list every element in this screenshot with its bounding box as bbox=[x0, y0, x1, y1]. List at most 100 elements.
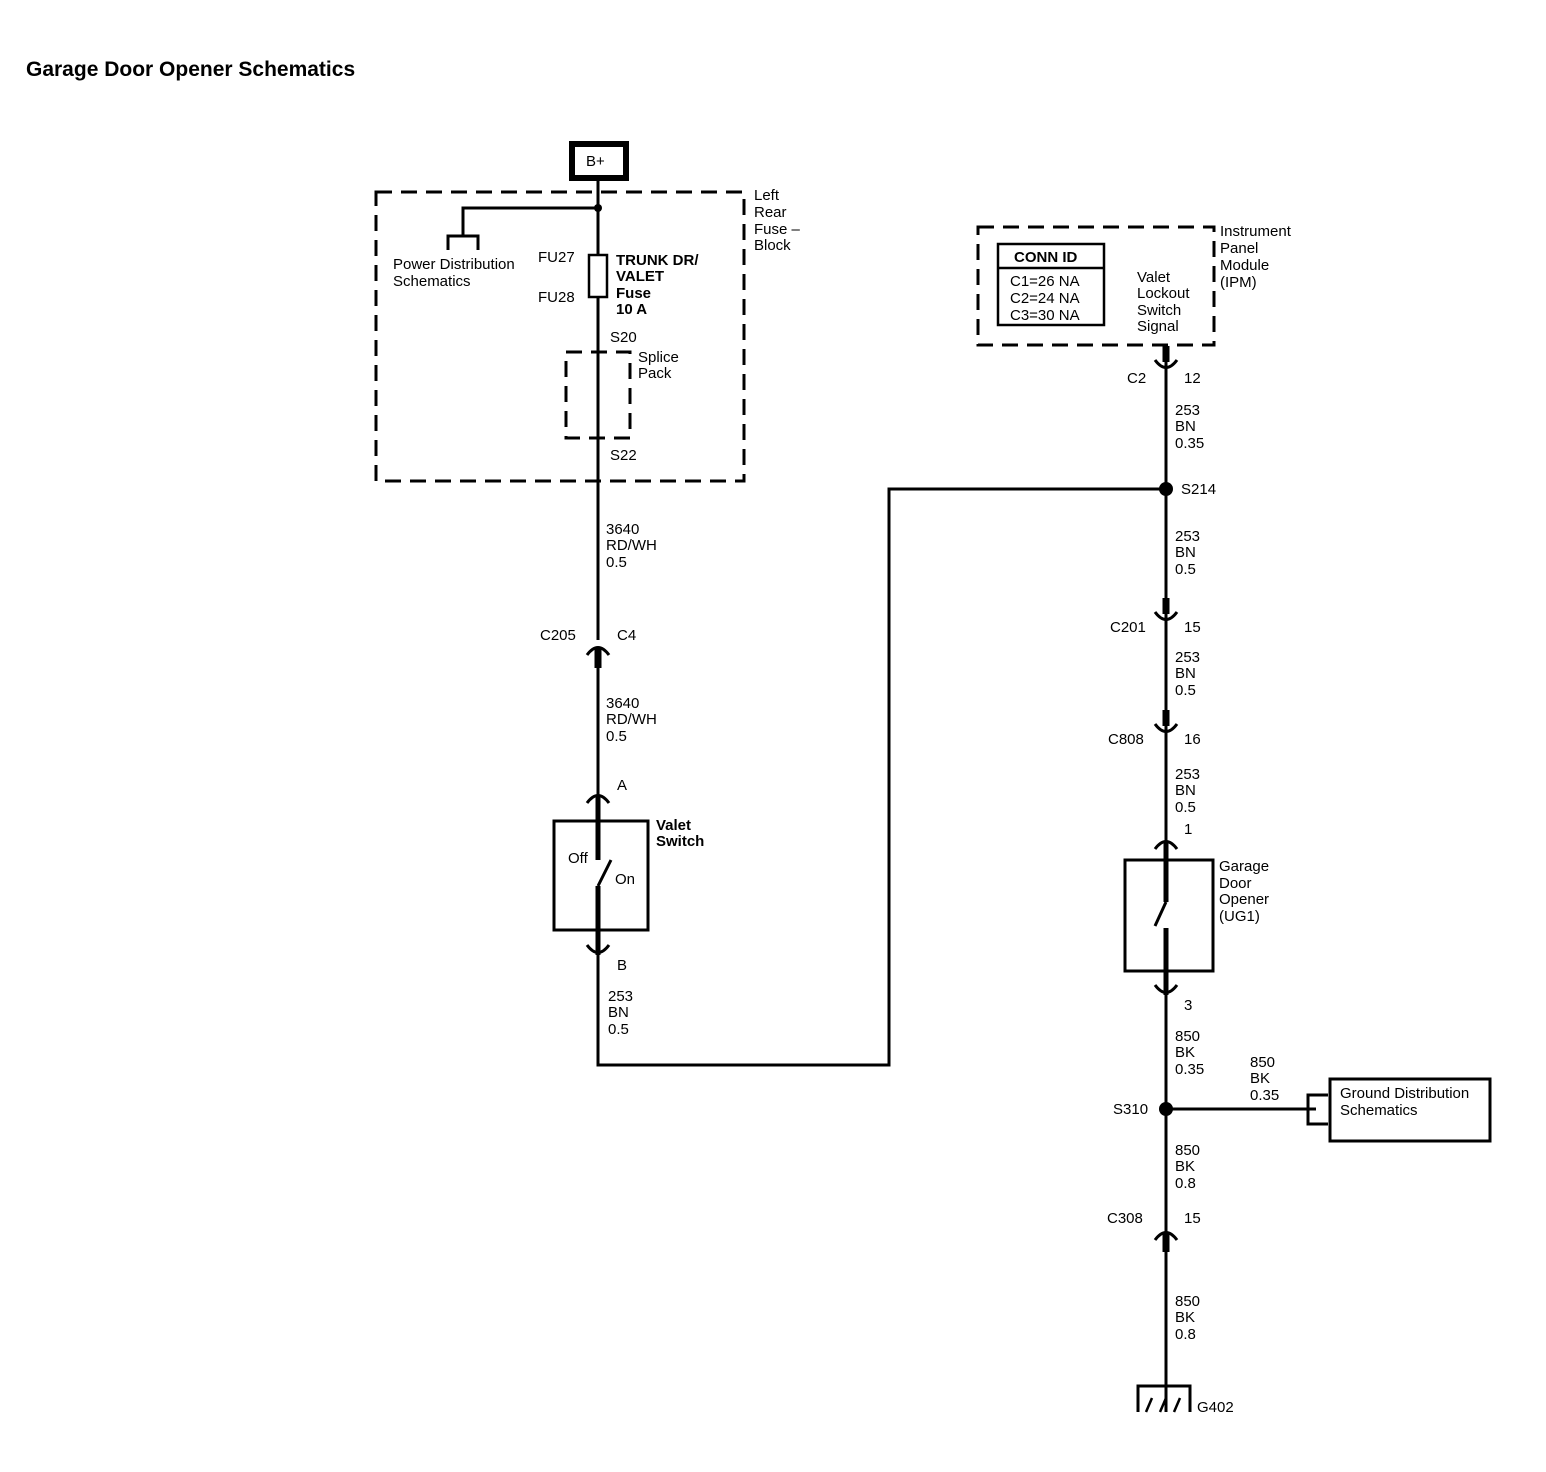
svg-text:Switch: Switch bbox=[1137, 302, 1181, 319]
splice-s310-label: S310 bbox=[1113, 1101, 1148, 1118]
garage-door-opener-label: Garage Door Opener (UG1) bbox=[1219, 858, 1269, 925]
connector-gdo-pin1-cup bbox=[1153, 840, 1179, 850]
connector-c308-label: C308 bbox=[1107, 1210, 1143, 1227]
wire-label-253-left: 253 BN 0.5 bbox=[608, 988, 633, 1038]
gdo-switch-blade bbox=[1153, 901, 1168, 927]
connector-c205-label: C205 bbox=[540, 627, 576, 644]
svg-text:(UG1): (UG1) bbox=[1219, 908, 1260, 925]
svg-text:Pack: Pack bbox=[638, 365, 672, 382]
svg-text:(IPM): (IPM) bbox=[1220, 274, 1257, 291]
svg-text:Valet: Valet bbox=[1137, 269, 1171, 286]
svg-text:Left: Left bbox=[754, 187, 780, 204]
svg-text:BK: BK bbox=[1175, 1309, 1195, 1326]
connector-c205-cup bbox=[585, 646, 611, 656]
svg-text:BN: BN bbox=[608, 1004, 629, 1021]
wire-253-valet-to-s214 bbox=[596, 487, 1166, 1067]
connector-c2-pin-label: 12 bbox=[1184, 370, 1201, 387]
svg-text:Power Distribution: Power Distribution bbox=[393, 256, 515, 273]
wire-label-850-r8: 850 BK 0.8 bbox=[1175, 1293, 1200, 1343]
connector-gdo-pin3-cup bbox=[1153, 984, 1179, 994]
connector-c2-label: C2 bbox=[1127, 370, 1146, 387]
garage-door-opener-box bbox=[1123, 858, 1215, 973]
svg-text:10 A: 10 A bbox=[616, 301, 647, 318]
connector-c308-pin-label: 15 bbox=[1184, 1210, 1201, 1227]
svg-text:BN: BN bbox=[1175, 665, 1196, 682]
svg-text:Instrument: Instrument bbox=[1220, 223, 1292, 240]
svg-text:Rear: Rear bbox=[754, 204, 787, 221]
fuse-pin-in: FU27 bbox=[538, 249, 575, 266]
ipm-label: Instrument Panel Module (IPM) bbox=[1220, 223, 1292, 291]
svg-text:Schematics: Schematics bbox=[1340, 1102, 1418, 1119]
svg-text:0.35: 0.35 bbox=[1175, 1061, 1204, 1078]
ground-icon bbox=[1136, 1384, 1192, 1413]
wire-label-850-r7: 850 BK 0.8 bbox=[1175, 1142, 1200, 1192]
svg-text:253: 253 bbox=[1175, 649, 1200, 666]
svg-text:Lockout: Lockout bbox=[1137, 285, 1190, 302]
ground-dist-connector bbox=[1306, 1093, 1328, 1126]
svg-text:Door: Door bbox=[1219, 875, 1252, 892]
svg-text:Module: Module bbox=[1220, 257, 1269, 274]
wire-label-253-r3: 253 BN 0.5 bbox=[1175, 649, 1200, 699]
connector-c808-cup bbox=[1153, 723, 1179, 733]
valet-switch-box bbox=[552, 819, 650, 932]
splice-in-label: S20 bbox=[610, 329, 637, 346]
svg-text:0.5: 0.5 bbox=[606, 554, 627, 571]
conn-id-table bbox=[996, 242, 1106, 327]
svg-text:0.8: 0.8 bbox=[1175, 1326, 1196, 1343]
svg-text:0.5: 0.5 bbox=[608, 1021, 629, 1038]
svg-text:0.5: 0.5 bbox=[1175, 561, 1196, 578]
connector-c201-label: C201 bbox=[1110, 619, 1146, 636]
wire-label-850-r6: 850 BK 0.35 bbox=[1250, 1054, 1279, 1104]
svg-text:RD/WH: RD/WH bbox=[606, 711, 657, 728]
svg-text:Block: Block bbox=[754, 237, 791, 254]
svg-text:Garage: Garage bbox=[1219, 858, 1269, 875]
fuse-block-label: Left Rear Fuse – Block bbox=[754, 187, 801, 254]
conn-id-header: CONN ID bbox=[1014, 249, 1078, 266]
connector-c201-pin-label: 15 bbox=[1184, 619, 1201, 636]
svg-text:850: 850 bbox=[1250, 1054, 1275, 1071]
connector-c2-cup bbox=[1153, 359, 1179, 369]
svg-text:0.5: 0.5 bbox=[1175, 682, 1196, 699]
svg-text:253: 253 bbox=[608, 988, 633, 1005]
svg-text:Ground Distribution: Ground Distribution bbox=[1340, 1085, 1469, 1102]
gdo-pin1-label: 1 bbox=[1184, 821, 1192, 838]
ground-distribution-box bbox=[1328, 1077, 1492, 1143]
svg-text:0.5: 0.5 bbox=[1175, 799, 1196, 816]
connector-c308-cup bbox=[1153, 1231, 1179, 1241]
svg-text:850: 850 bbox=[1175, 1293, 1200, 1310]
conn-id-rows: C1=26 NA C2=24 NA C3=30 NA bbox=[1010, 273, 1080, 324]
svg-text:BN: BN bbox=[1175, 544, 1196, 561]
svg-text:BN: BN bbox=[1175, 418, 1196, 435]
fuse-pin-out: FU28 bbox=[538, 289, 575, 306]
svg-text:C3=30 NA: C3=30 NA bbox=[1010, 307, 1080, 324]
fuse-icon bbox=[587, 253, 609, 299]
valet-switch-on-label: On bbox=[615, 871, 635, 888]
wire-power-dist-branch bbox=[461, 206, 598, 236]
wire-label-3640-bottom: 3640 RD/WH 0.5 bbox=[606, 695, 657, 745]
splice-s214-dot bbox=[1159, 482, 1173, 496]
fuse-block-boundary bbox=[374, 190, 746, 483]
ipm-signal-label: Valet Lockout Switch Signal bbox=[1137, 269, 1190, 335]
power-dist-connector bbox=[446, 234, 480, 250]
connector-c205-pin-label: C4 bbox=[617, 627, 636, 644]
splice-out-label: S22 bbox=[610, 447, 637, 464]
svg-text:0.5: 0.5 bbox=[606, 728, 627, 745]
svg-text:850: 850 bbox=[1175, 1028, 1200, 1045]
connector-c201-cup bbox=[1153, 611, 1179, 621]
svg-text:253: 253 bbox=[1175, 766, 1200, 783]
power-distribution-ref: Power Distribution Schematics bbox=[393, 256, 515, 290]
wire-label-850-r5: 850 BK 0.35 bbox=[1175, 1028, 1204, 1078]
svg-text:RD/WH: RD/WH bbox=[606, 537, 657, 554]
fuse-label: TRUNK DR/ VALET Fuse 10 A bbox=[616, 252, 699, 318]
battery-label: B+ bbox=[586, 153, 605, 170]
svg-text:TRUNK DR/: TRUNK DR/ bbox=[616, 252, 699, 269]
svg-text:253: 253 bbox=[1175, 528, 1200, 545]
switch-pin-a-label: A bbox=[617, 777, 627, 794]
wire-label-3640-top: 3640 RD/WH 0.5 bbox=[606, 521, 657, 571]
ground-distribution-label: Ground Distribution Schematics bbox=[1340, 1085, 1469, 1119]
svg-text:Splice: Splice bbox=[638, 349, 679, 366]
svg-text:3640: 3640 bbox=[606, 521, 639, 538]
svg-text:0.35: 0.35 bbox=[1250, 1087, 1279, 1104]
svg-text:BK: BK bbox=[1175, 1158, 1195, 1175]
